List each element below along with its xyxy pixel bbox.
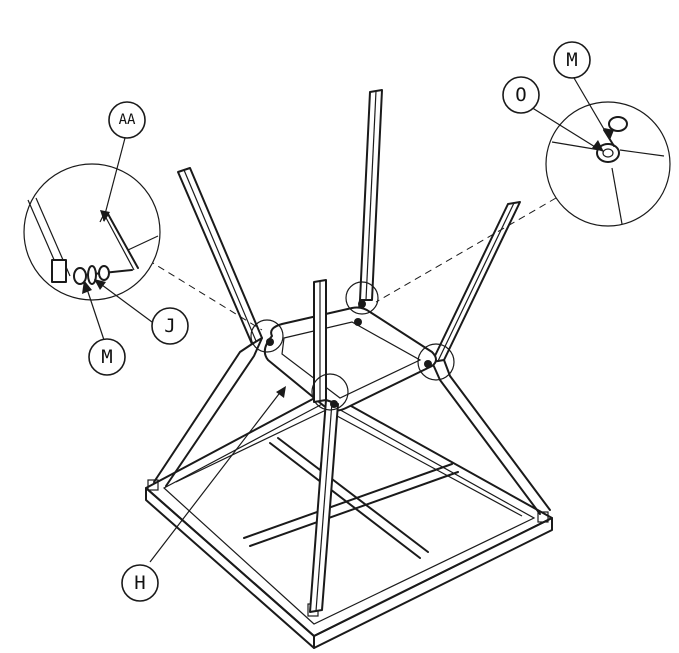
callout-m-left-label: M	[101, 346, 112, 368]
apron-frame	[263, 306, 437, 471]
callout-j: J	[151, 307, 189, 345]
leg-right	[431, 201, 551, 515]
callout-j-label: J	[164, 315, 175, 337]
detail-leader-left	[147, 259, 263, 331]
detail-view-left	[23, 163, 161, 301]
callout-m-right-label: M	[566, 49, 577, 71]
callout-o-label: O	[515, 84, 526, 106]
callout-aa-label: AA	[119, 112, 136, 128]
callout-h: H	[121, 564, 159, 602]
bolt	[73, 265, 133, 285]
callout-o: O	[502, 76, 540, 114]
joint-circles	[250, 281, 455, 411]
callout-m-right: M	[553, 41, 591, 79]
callout-h-label: H	[134, 572, 145, 594]
callout-m-left: M	[88, 338, 126, 376]
leg-back-left	[153, 167, 263, 487]
detail-view-right	[545, 101, 671, 227]
detail-leader-right	[375, 197, 557, 303]
callout-aa: AA	[108, 101, 146, 139]
callout-arrows	[82, 77, 614, 563]
